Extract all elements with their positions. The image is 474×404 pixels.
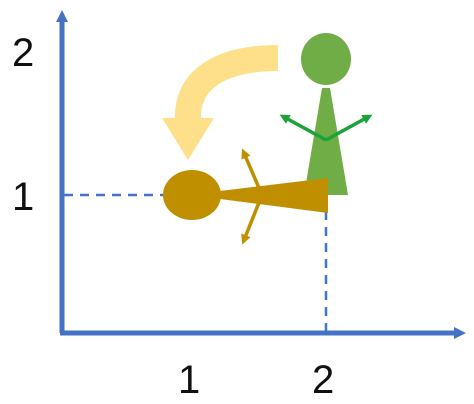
- upright-person-figure-icon: [279, 33, 373, 195]
- x-tick-2: 2: [312, 358, 334, 402]
- y-tick-2: 2: [12, 31, 34, 75]
- x-tick-1: 1: [178, 358, 200, 402]
- curved-arrow-icon: [162, 45, 279, 160]
- rotated-person-figure-icon: [163, 148, 328, 245]
- y-tick-1: 1: [12, 175, 34, 219]
